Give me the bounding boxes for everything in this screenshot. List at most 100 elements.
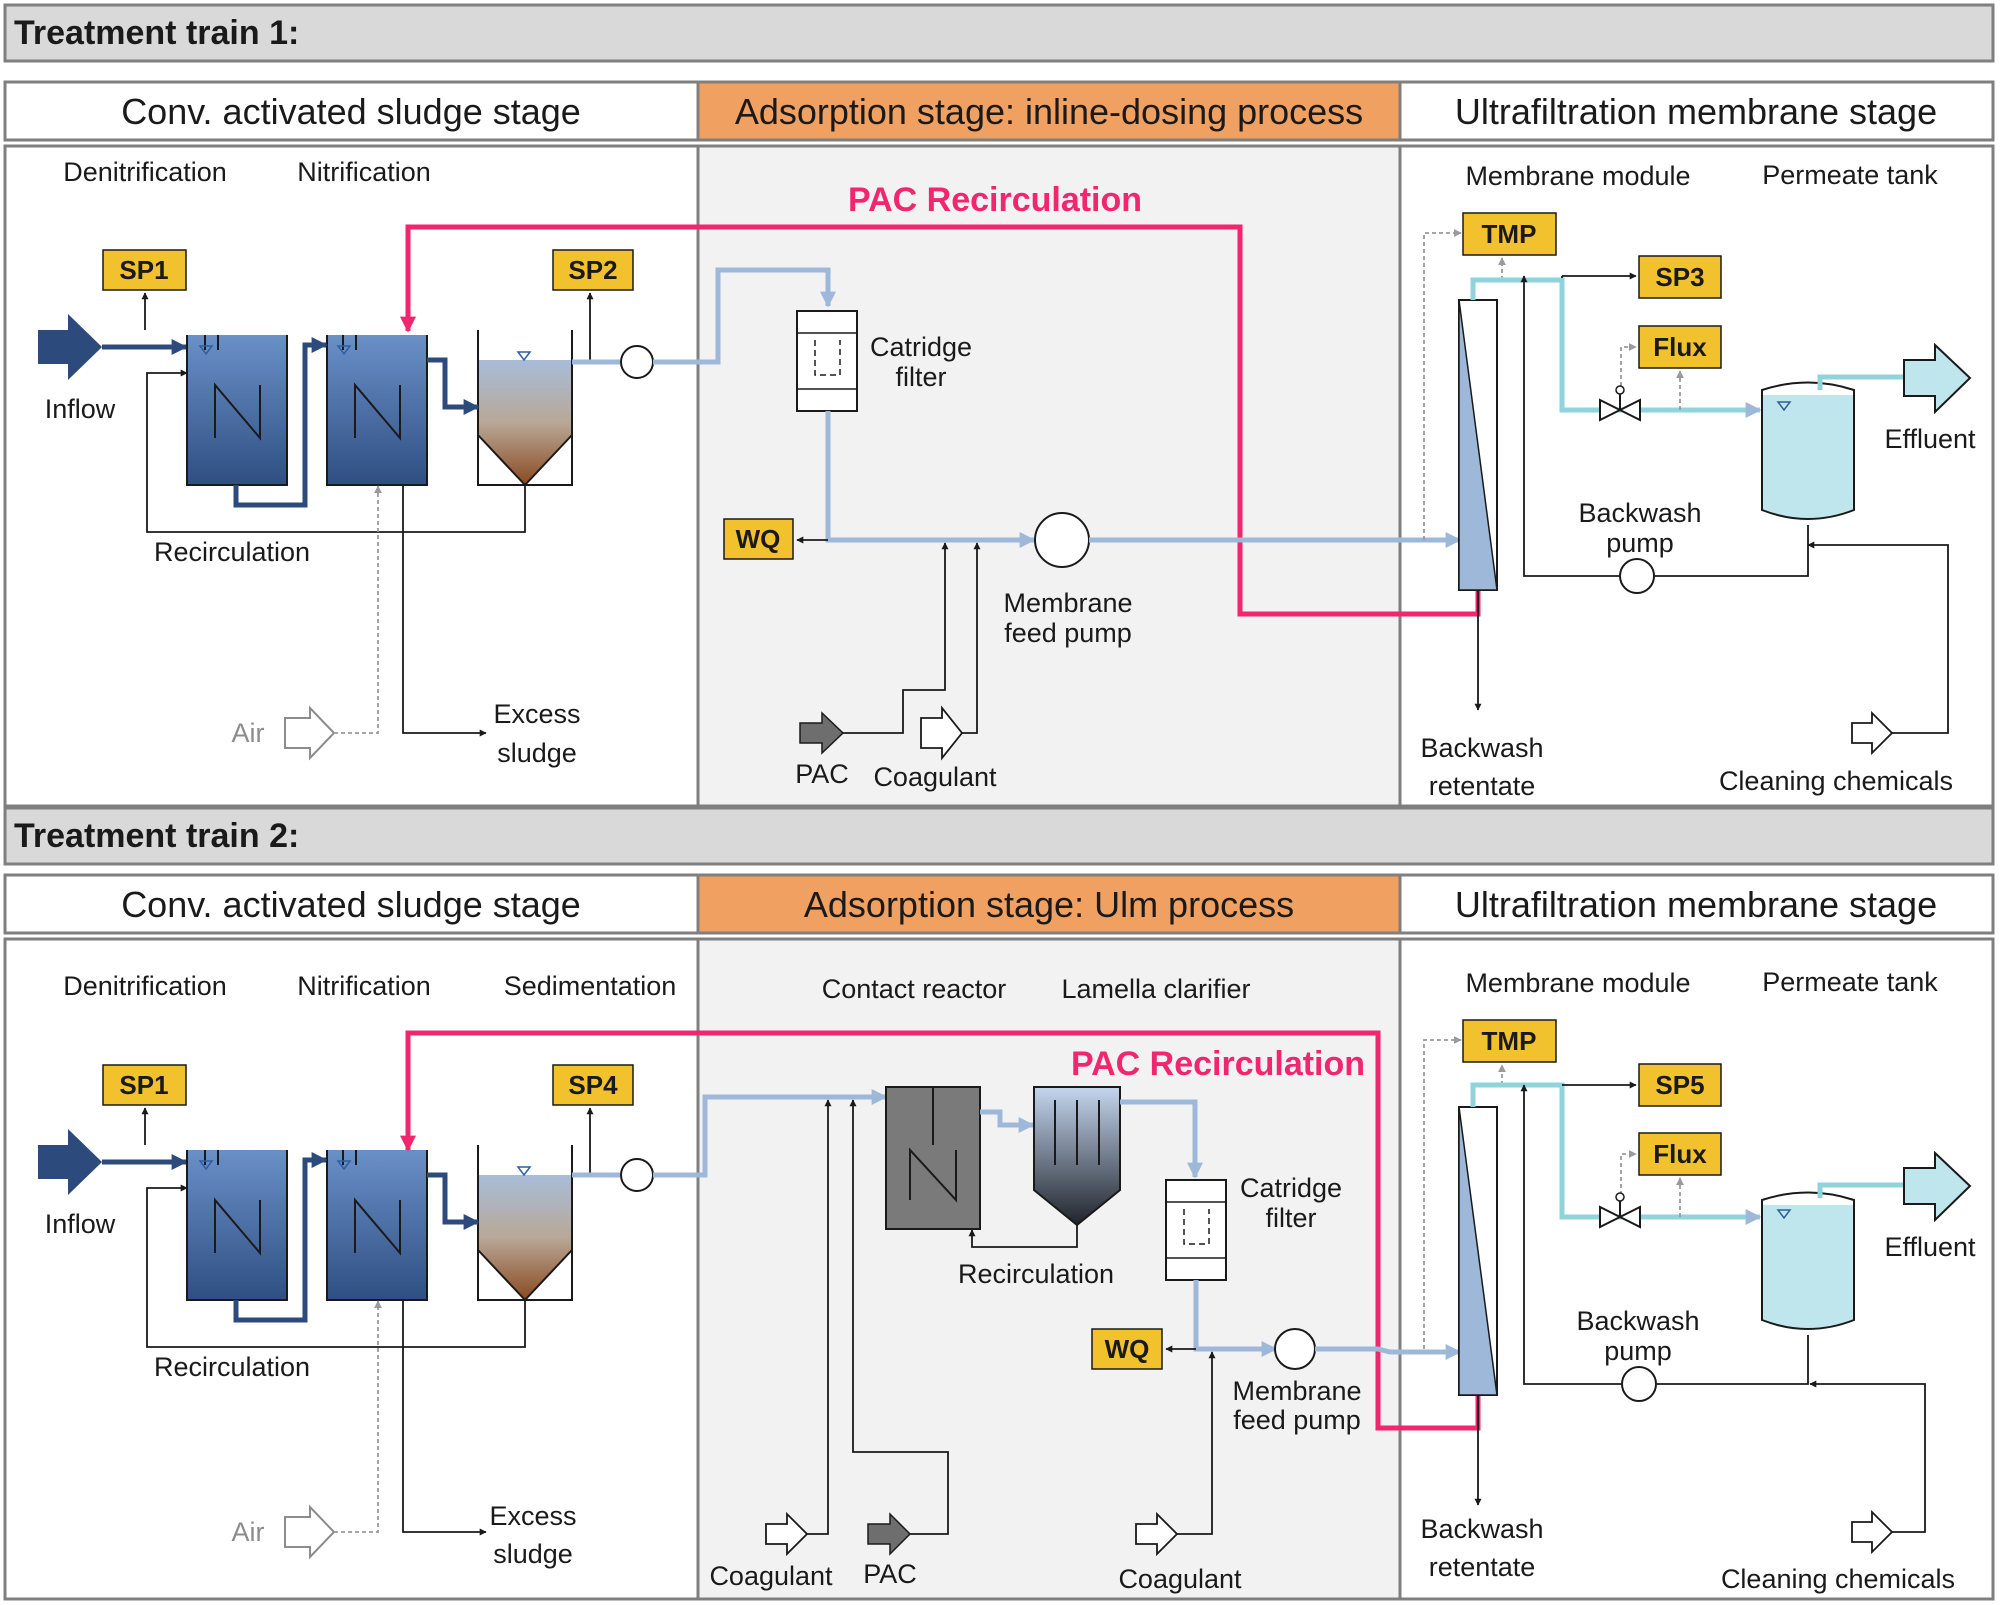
train-1-backwash-pump-icon (1619, 558, 1655, 594)
train-2-pac-dosing-arrow (867, 1512, 912, 1556)
train-2-backwash-return-line (1520, 1084, 1622, 1385)
train-2-membrane-feed-label-1: Membrane (1232, 1376, 1361, 1406)
train-2-backwash-retentate-label-2: retentate (1429, 1552, 1536, 1582)
train-2-backwash-line (1656, 1335, 1809, 1385)
train-1-effluent-pipe (1817, 374, 1905, 390)
train-2-valve-icon (1599, 1192, 1641, 1229)
train-2-flux-label: Flux (1653, 1139, 1707, 1169)
train-2-lamella-to-cartridge-pipe (1120, 1099, 1203, 1179)
train-2-feed-to-membrane-pipe (1315, 1344, 1462, 1360)
train-1-cartridge-filter (796, 310, 858, 412)
train-2-pump-icon (620, 1158, 654, 1192)
train-1-tmp-tag (1462, 212, 1557, 256)
train-2-coagulant-b-line (1177, 1351, 1216, 1535)
train-2-recirculation-label: Recirculation (154, 1352, 310, 1382)
train-2-lamella-clarifier-label: Lamella clarifier (1061, 974, 1250, 1004)
train-2-air-arrow (284, 1504, 336, 1560)
train-2-cleaning-chemicals-label: Cleaning chemicals (1721, 1564, 1955, 1594)
train-1-coagulant-dosing-arrow (920, 705, 964, 761)
train-1-pump-icon (620, 345, 654, 379)
train-2-membrane-feed-pump-icon (1274, 1328, 1316, 1370)
train-1-air-arrow (284, 705, 336, 761)
train-1-flux-tag (1638, 325, 1722, 369)
train-2-backwash-retentate-label-1: Backwash (1420, 1514, 1543, 1544)
train-1-cartridge-label-2: filter (895, 362, 946, 392)
train-2-permeate-tank-label: Permeate tank (1762, 967, 1938, 997)
train-1-membrane-feed-label-1: Membrane (1003, 588, 1132, 618)
train-2-sp1-label: SP1 (119, 1070, 168, 1100)
train-1-sp3-label: SP3 (1655, 262, 1704, 292)
train-1-uf-header (1398, 80, 1995, 142)
train-2-tmp-tag (1462, 1019, 1557, 1063)
train-2-cartridge-filter (1165, 1179, 1227, 1281)
train-1-cas-header (3, 80, 700, 142)
train-2-nitrification-tank (326, 1150, 428, 1301)
treatment-train-2: Treatment train 2: Conv. activated sludg… (3, 806, 1995, 1601)
train-2-air-label: Air (232, 1517, 265, 1547)
train-2-coagulant-a-line (807, 1099, 832, 1535)
train-2-title: Treatment train 2: (14, 817, 299, 855)
train-2-cleaning-chemicals-arrow (1851, 1509, 1894, 1555)
train-2-coagulant-b-label: Coagulant (1118, 1564, 1242, 1594)
train-1-membrane-module-label: Membrane module (1465, 161, 1690, 191)
train-2-membrane-feed-label-2: feed pump (1233, 1405, 1361, 1435)
train-2-contact-reactor (885, 1086, 981, 1230)
train-1-coagulant-label: Coagulant (873, 762, 997, 792)
train-2-sp1-tag (102, 1064, 187, 1106)
train-2-lamella-clarifier (1033, 1086, 1121, 1227)
train-2-sedimentation-label: Sedimentation (504, 971, 677, 1001)
train-1-membrane-module (1458, 299, 1498, 591)
train-2-to-contact-reactor-pipe (653, 1089, 888, 1178)
train-2-cleaning-chemicals-line (1809, 1380, 1926, 1533)
train-1-pac-dosing-line (843, 542, 949, 734)
train-1-valve-icon (1599, 385, 1641, 422)
train-1-air-label: Air (232, 718, 265, 748)
train-1-excess-label-2: sludge (497, 738, 577, 768)
train-1-adsorption-panel (696, 144, 1402, 808)
train-2-pac-label: PAC (863, 1559, 917, 1589)
train-1-sp3-tag (1638, 255, 1722, 299)
train-2-sp4-tag (552, 1064, 634, 1106)
train-1-effluent-arrow (1903, 342, 1972, 415)
train-2-ads-recirculation-label: Recirculation (958, 1259, 1114, 1289)
train-2-coagulant-a-label: Coagulant (709, 1561, 833, 1591)
train-2-nitrification-label: Nitrification (297, 971, 431, 1001)
train-2-uf-header (1398, 873, 1995, 935)
train-1-uf-title: Ultrafiltration membrane stage (1455, 91, 1937, 132)
train-2-flux-tag (1638, 1132, 1722, 1176)
train-2-coagulant-a-arrow (765, 1511, 809, 1557)
train-2-membrane-module (1458, 1106, 1498, 1396)
train-2-title-bar (3, 806, 1995, 866)
train-1-recirculation-label: Recirculation (154, 537, 310, 567)
train-1-denitrification-tank (186, 335, 288, 486)
train-2-excess-label-2: sludge (493, 1539, 573, 1569)
train-1-adsorption-title: Adsorption stage: inline-dosing process (735, 91, 1363, 132)
train-1-adsorption-header (696, 80, 1402, 142)
train-1-title: Treatment train 1: (14, 14, 299, 52)
train-1-denitrification-label: Denitrification (63, 157, 227, 187)
train-1-backwash-pump-label-2: pump (1606, 528, 1674, 558)
train-1-pac-label: PAC (795, 759, 849, 789)
train-1-membrane-feed-pump-icon (1034, 512, 1090, 568)
train-1-title-bar (3, 3, 1995, 63)
train-2-contact-reactor-label: Contact reactor (822, 974, 1007, 1004)
train-2-reactor-to-lamella-pipe (980, 1109, 1035, 1133)
train-2-wq-tag (1091, 1328, 1163, 1370)
train-1-excess-sludge-line (402, 485, 487, 737)
train-1-inflow-label: Inflow (45, 394, 116, 424)
train-1-denit-to-nit-pipe (233, 337, 328, 508)
train-1-cartridge-label-1: Catridge (870, 332, 972, 362)
train-2-cas-title: Conv. activated sludge stage (121, 884, 581, 925)
train-2-tmp-label: TMP (1482, 1026, 1537, 1056)
train-2-permeate-tank (1761, 1191, 1855, 1330)
train-1-backwash-retentate-label-1: Backwash (1420, 733, 1543, 763)
treatment-train-1: Treatment train 1: Conv. activated sludg… (3, 3, 1995, 808)
train-1-nitrification-tank (326, 335, 428, 486)
train-2-excess-label-1: Excess (489, 1501, 576, 1531)
train-1-sp2-tag (552, 249, 634, 291)
train-1-tmp-label: TMP (1482, 219, 1537, 249)
train-2-inflow-arrow (38, 1129, 102, 1195)
train-1-sp2-label: SP2 (568, 255, 617, 285)
train-2-uf-title: Ultrafiltration membrane stage (1455, 884, 1937, 925)
train-1-coagulant-dosing-line (962, 542, 981, 734)
